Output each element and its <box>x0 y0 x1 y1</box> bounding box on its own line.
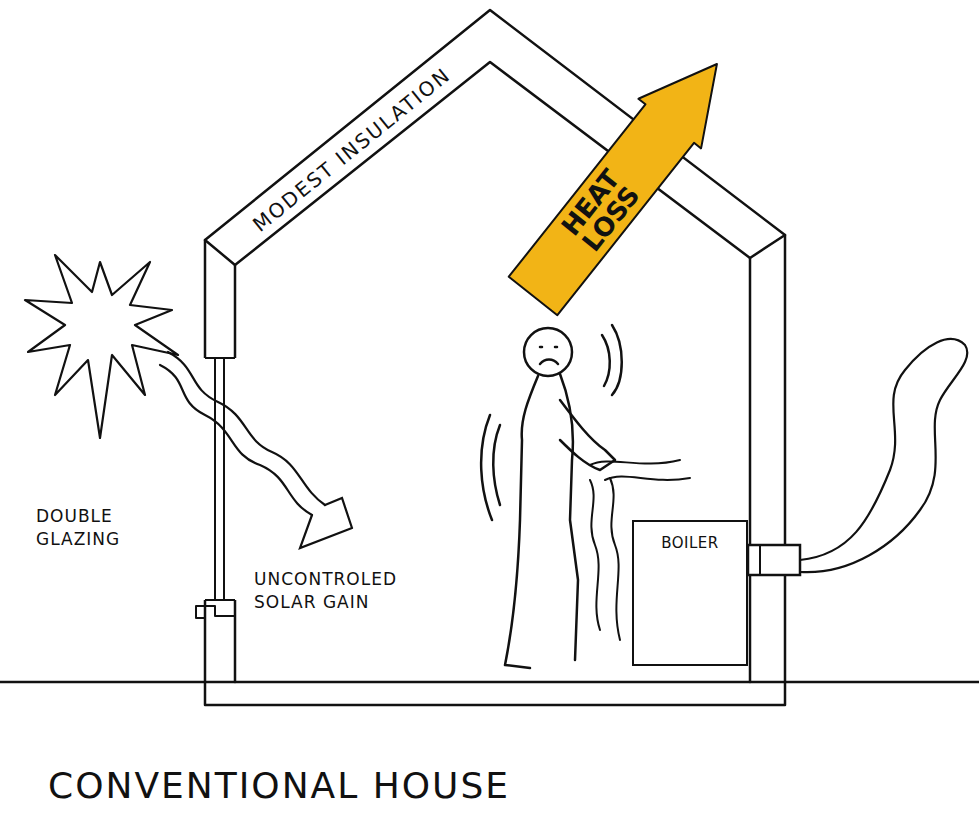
flue-collar <box>759 545 761 575</box>
outer-shell <box>205 10 785 682</box>
arrow-outline <box>502 39 749 321</box>
arrow-text-area: HEAT LOSS <box>508 104 694 316</box>
solar-ray <box>168 352 325 505</box>
boiler-box: BOILER <box>632 520 748 666</box>
glazing-label: DOUBLE GLAZING <box>36 505 154 551</box>
window-sill <box>196 600 235 618</box>
flue <box>748 545 800 575</box>
window-gap <box>203 358 237 600</box>
solar-ray <box>160 365 312 515</box>
caption: CONVENTIONAL HOUSE <box>48 765 510 806</box>
double-glazing-panes <box>215 358 224 600</box>
box-label: BOILER <box>640 534 740 552</box>
solar-ray-tip <box>300 498 352 548</box>
shivering-person <box>481 325 622 668</box>
roof-label: MODEST INSULATION <box>248 62 457 238</box>
ground-line <box>0 681 979 684</box>
solar-gain-label: UNCONTROLED SOLAR GAIN <box>254 568 404 614</box>
window-frame <box>205 358 235 600</box>
floor-slab <box>205 682 785 705</box>
smoke <box>800 339 967 572</box>
eave <box>205 235 785 265</box>
sun <box>25 255 178 438</box>
